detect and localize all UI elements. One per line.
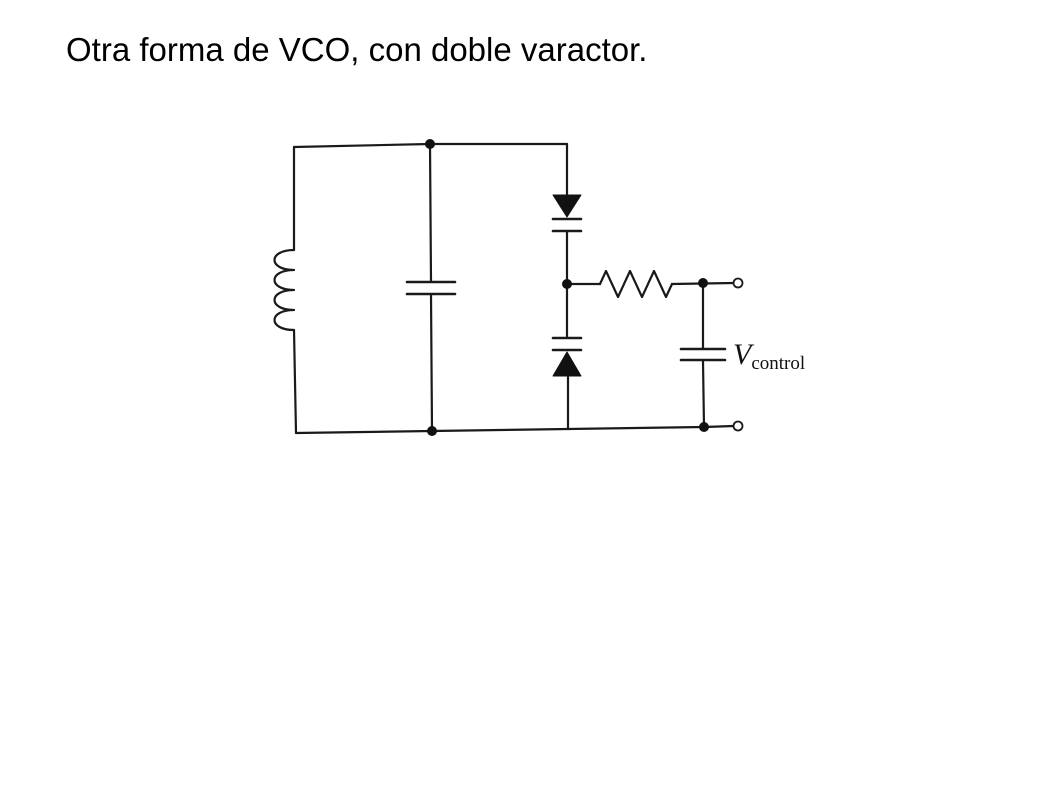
slide-title: Otra forma de VCO, con doble varactor. [66,31,648,68]
inductor-coil [273,248,296,332]
tank-capacitor-lead-bottom [429,293,434,433]
tank-capacitor [405,142,457,433]
control-terminal-top [732,277,744,289]
tank-capacitor-lead-top [428,142,433,283]
bottom-rail-wire [294,425,706,435]
vcontrol-label: Vcontrol [733,338,805,374]
junction-dot-bottom [427,426,437,436]
inductor-lead-bottom [292,328,298,435]
junction-dot-control-top [698,278,708,288]
inductor [273,145,298,435]
junction-dot-control-bottom [699,422,709,432]
varactor-diode-upper [551,142,583,286]
varactor-diode-lower [551,282,583,431]
junction-dot-top [425,139,435,149]
varactor-upper-triangle [552,194,582,218]
varactor-lower-triangle [552,351,582,377]
control-capacitor [679,281,736,429]
control-capacitor-lead-bottom [701,359,706,429]
vcontrol-label-sub: control [751,353,805,374]
vcontrol-label-main: V [733,338,755,371]
resistor [565,269,736,299]
control-ground-lead [702,424,736,429]
resistor-zigzag [598,269,674,299]
junction-dot-varactor-mid [562,279,572,289]
control-terminal-bottom [732,420,744,432]
